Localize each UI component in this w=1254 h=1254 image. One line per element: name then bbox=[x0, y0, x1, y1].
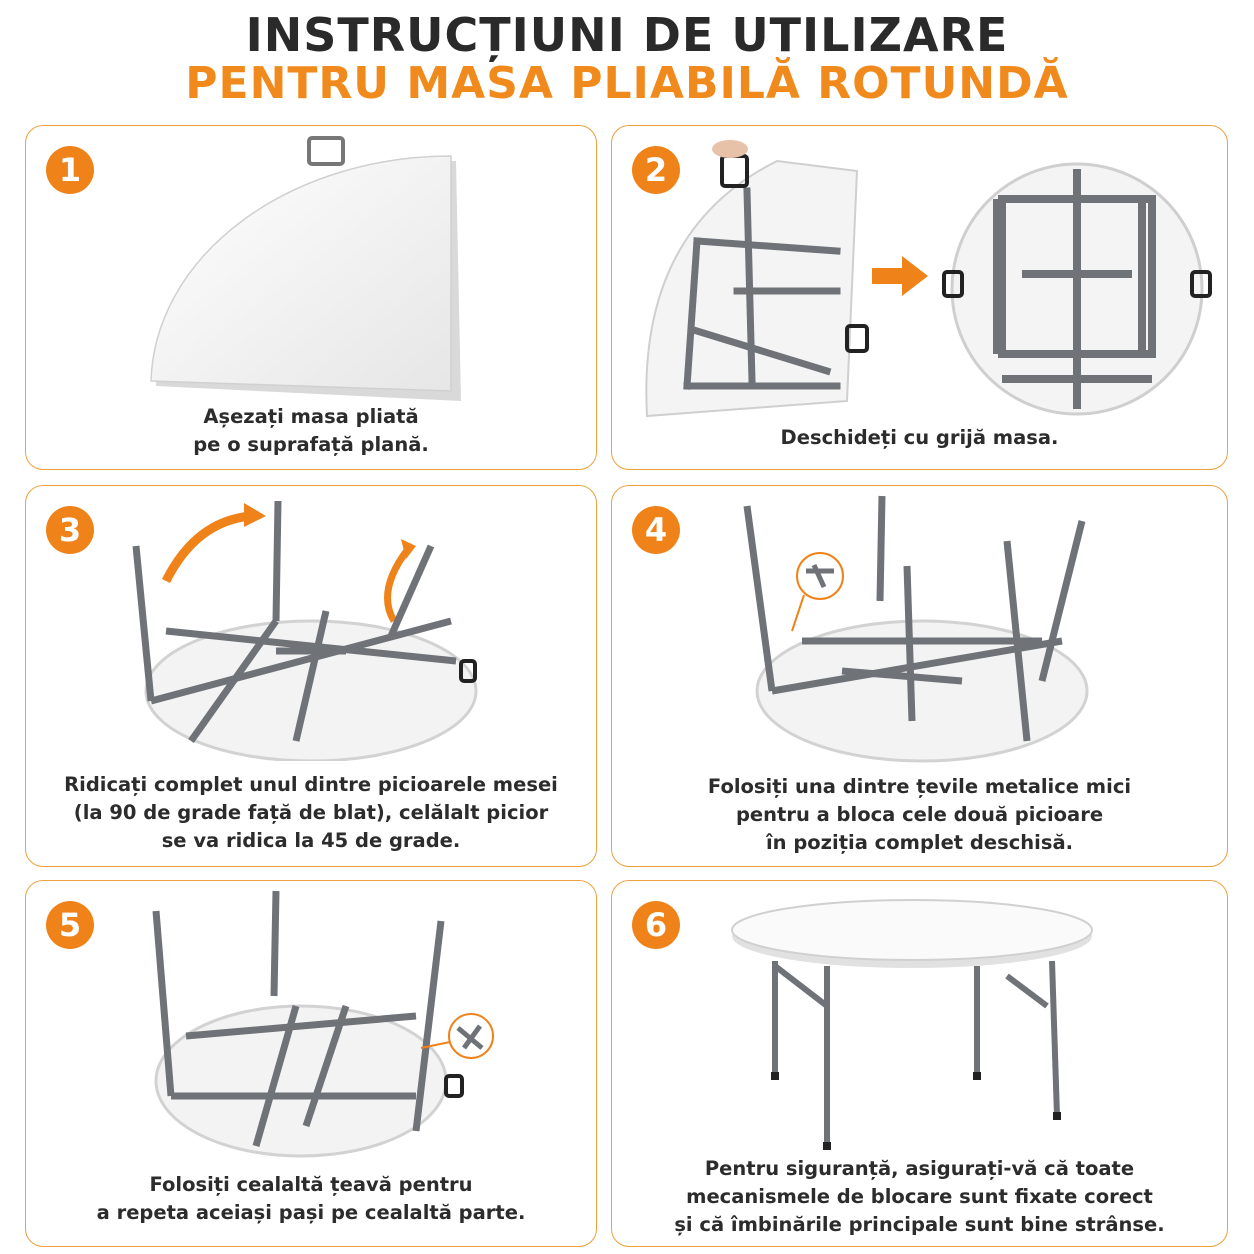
assembled-table-illustration bbox=[731, 899, 1093, 1150]
step-4-caption-line: în poziția complet deschisă. bbox=[765, 831, 1074, 854]
leg-lock-illustration bbox=[743, 495, 1089, 763]
second-leg-lock-illustration bbox=[152, 890, 494, 1158]
step-6-caption-line: Pentru siguranță, asigurați-vă că toate bbox=[704, 1157, 1135, 1180]
step-5-caption-line: Folosiți cealaltă țeavă pentru bbox=[149, 1173, 473, 1196]
step-4-card: 4 Folosiți una dintre țevile metalice mi… bbox=[611, 485, 1228, 867]
step-5-caption: Folosiți cealaltă țeavă pentru a repeta … bbox=[26, 1171, 596, 1227]
step-6-card: 6 Pentru siguranță, asigurați-vă că toat… bbox=[611, 880, 1228, 1247]
step-3-badge: 3 bbox=[46, 506, 94, 554]
step-6-badge: 6 bbox=[632, 901, 680, 949]
step-2-caption-line: Deschideți cu grijă masa. bbox=[780, 426, 1059, 449]
opened-table-underside-illustration bbox=[942, 162, 1212, 416]
arrow-right-icon bbox=[872, 256, 928, 296]
step-1-card: 1 Așezați masa pliată pe o suprafață pla… bbox=[25, 125, 597, 470]
leg-raise-illustration bbox=[132, 500, 478, 761]
step-1-caption-line: Așezați masa pliată bbox=[203, 405, 419, 428]
page-title: INSTRUCȚIUNI DE UTILIZARE bbox=[245, 8, 1009, 62]
step-1-caption: Așezați masa pliată pe o suprafață plană… bbox=[26, 403, 596, 459]
step-6-caption-line: și că îmbinările principale sunt bine st… bbox=[674, 1213, 1165, 1236]
step-4-caption: Folosiți una dintre țevile metalice mici… bbox=[612, 773, 1227, 857]
step-4-caption-line: pentru a bloca cele două picioare bbox=[735, 803, 1104, 826]
step-3-card: 3 Ridicați complet unul dintre picioarel… bbox=[25, 485, 597, 867]
folded-table-illustration bbox=[150, 136, 461, 401]
step-2-caption: Deschideți cu grijă masa. bbox=[612, 424, 1227, 452]
step-3-caption: Ridicați complet unul dintre picioarele … bbox=[26, 771, 596, 855]
step-3-caption-line: Ridicați complet unul dintre picioarele … bbox=[64, 773, 558, 796]
step-2-card: 2 Deschideți cu grijă masa. bbox=[611, 125, 1228, 470]
step-2-badge: 2 bbox=[632, 146, 680, 194]
step-5-badge: 5 bbox=[46, 901, 94, 949]
page-subtitle: PENTRU MASA PLIABILĂ ROTUNDĂ bbox=[185, 58, 1069, 109]
step-4-caption-line: Folosiți una dintre țevile metalice mici bbox=[707, 775, 1132, 798]
step-1-badge: 1 bbox=[46, 146, 94, 194]
step-5-card: 5 Folosiți cealaltă țeavă pentru a repet… bbox=[25, 880, 597, 1247]
step-1-caption-line: pe o suprafață plană. bbox=[193, 433, 429, 456]
step-6-caption-line: mecanismele de blocare sunt fixate corec… bbox=[686, 1185, 1153, 1208]
step-4-badge: 4 bbox=[632, 506, 680, 554]
opening-table-illustration bbox=[645, 140, 869, 418]
step-3-caption-line: se va ridica la 45 de grade. bbox=[161, 829, 461, 852]
step-5-caption-line: a repeta aceiași pași pe cealaltă parte. bbox=[96, 1201, 526, 1224]
step-3-caption-line: (la 90 de grade față de blat), celălalt … bbox=[73, 801, 549, 824]
step-6-caption: Pentru siguranță, asigurați-vă că toate … bbox=[612, 1155, 1227, 1239]
